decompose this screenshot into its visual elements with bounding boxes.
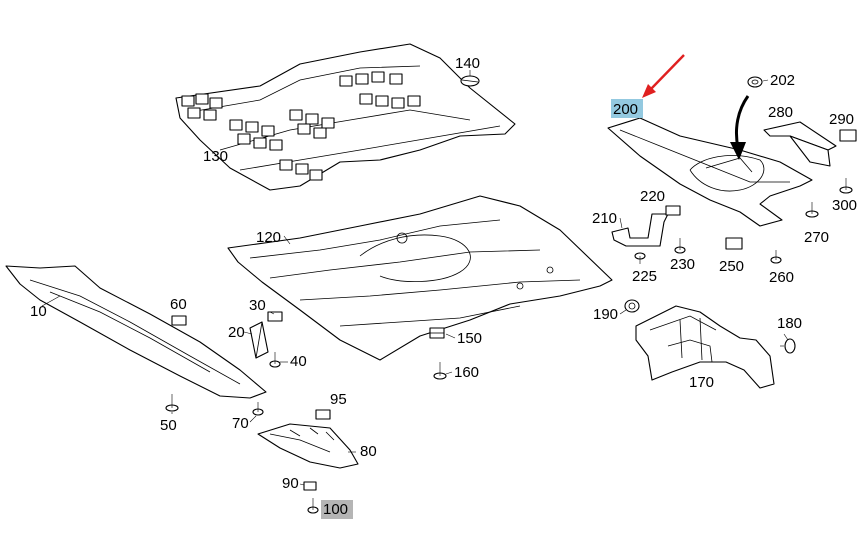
callout-40: 40 <box>290 353 307 370</box>
callout-10: 10 <box>30 303 47 320</box>
part-20-bracket <box>249 321 269 359</box>
part-130-blocks <box>181 71 421 181</box>
callout-70: 70 <box>232 415 249 432</box>
part-230-screw <box>674 238 686 254</box>
part-300-screw <box>839 178 853 194</box>
callout-230: 230 <box>670 256 695 273</box>
part-260-screw <box>770 250 782 264</box>
part-250-clip <box>725 237 743 250</box>
callout-270: 270 <box>804 229 829 246</box>
part-100-screw <box>307 498 319 514</box>
part-70-screw <box>252 402 264 416</box>
callout-180: 180 <box>777 315 802 332</box>
callout-260: 260 <box>769 269 794 286</box>
callout-300: 300 <box>832 197 857 214</box>
callout-95: 95 <box>330 391 347 408</box>
part-160-screw <box>433 362 447 380</box>
pointer-arrow-icon <box>642 54 685 98</box>
part-150-clip <box>429 327 445 339</box>
part-90-clip <box>303 481 317 491</box>
callout-250: 250 <box>719 258 744 275</box>
part-50-screw <box>165 394 179 412</box>
callout-30: 30 <box>249 297 266 314</box>
install-arrow <box>730 95 750 160</box>
part-200-panel <box>607 117 813 227</box>
part-190-plug <box>624 299 640 313</box>
callout-200-highlight <box>611 99 643 118</box>
callout-160: 160 <box>454 364 479 381</box>
part-40-screw <box>269 352 281 368</box>
callout-120: 120 <box>256 229 281 246</box>
callout-190: 190 <box>593 306 618 323</box>
callout-20: 20 <box>228 324 245 341</box>
part-30-clip <box>267 311 283 322</box>
part-270-screw <box>805 202 819 218</box>
callout-50: 50 <box>160 417 177 434</box>
part-95-clip <box>315 409 331 420</box>
part-10-rail <box>5 265 267 399</box>
part-180-screw <box>780 338 796 354</box>
callout-labels: 10 20 30 40 50 60 70 80 90 95 100 120 13… <box>30 55 857 518</box>
callout-280: 280 <box>768 104 793 121</box>
part-120-panel <box>227 195 613 361</box>
leader-lines <box>41 70 789 486</box>
callout-290: 290 <box>829 111 854 128</box>
part-170-shield <box>635 305 775 389</box>
part-140-clip <box>460 75 480 87</box>
callout-100-highlight <box>321 500 353 519</box>
callout-220: 220 <box>640 188 665 205</box>
part-280-plate <box>763 121 837 167</box>
callout-225: 225 <box>632 268 657 285</box>
part-60-clip <box>171 315 187 326</box>
callout-80: 80 <box>360 443 377 460</box>
part-290-clip <box>839 129 857 142</box>
callout-202: 202 <box>770 72 795 89</box>
part-220-clip <box>665 205 681 216</box>
callout-210: 210 <box>592 210 617 227</box>
callout-90: 90 <box>282 475 299 492</box>
part-130-panel <box>175 43 516 191</box>
callout-150: 150 <box>457 330 482 347</box>
part-80-shield <box>257 423 359 469</box>
callout-130: 130 <box>203 148 228 165</box>
callout-100: 100 <box>323 501 348 518</box>
callout-60: 60 <box>170 296 187 313</box>
part-225-screw <box>634 252 646 264</box>
callout-200: 200 <box>613 101 638 118</box>
part-202-nut <box>747 76 763 88</box>
callout-140: 140 <box>455 55 480 72</box>
callout-170: 170 <box>689 374 714 391</box>
